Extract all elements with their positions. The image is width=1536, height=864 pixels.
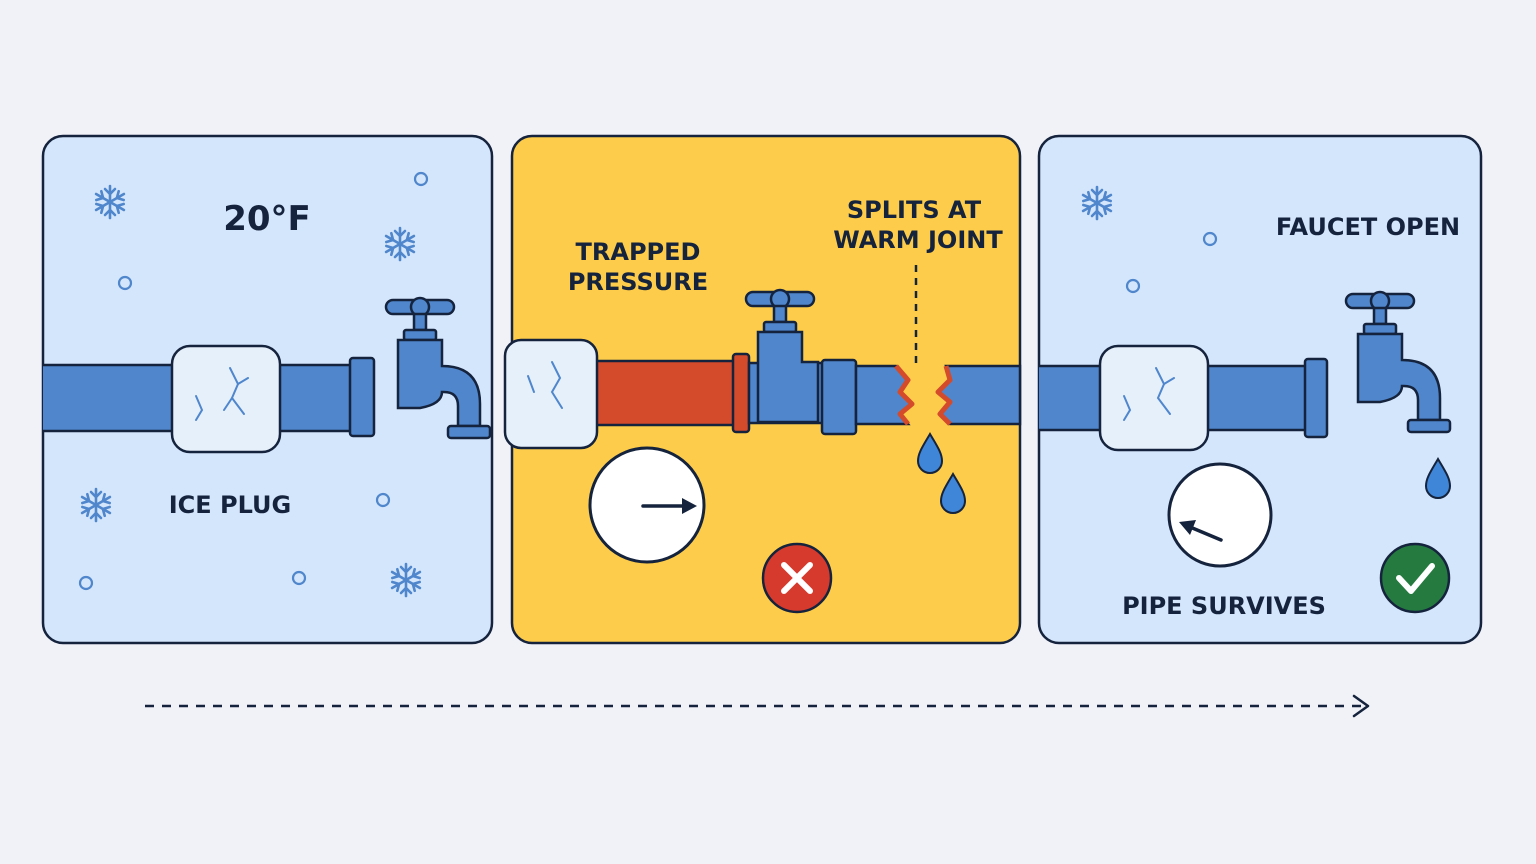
pipe-coupling <box>348 356 376 438</box>
x-icon <box>761 542 833 614</box>
panel-relief: FAUCET OPEN PIPE SURVIVES <box>1037 134 1483 645</box>
faucet-open-label: FAUCET OPEN <box>1276 213 1460 241</box>
split-label-line1: SPLITS AT <box>847 196 982 224</box>
panel-burst: TRAPPED PRESSURE SPLITS AT WARM JOINT <box>503 134 1022 645</box>
frost-dots <box>78 171 429 591</box>
ice-plug <box>170 344 282 454</box>
trapped-pressure-label-line2: PRESSURE <box>568 268 708 296</box>
pressure-gauge-icon <box>588 446 706 564</box>
check-icon <box>1379 542 1451 614</box>
frost-dots <box>1125 231 1218 294</box>
trapped-pressure-label-line1: TRAPPED <box>576 238 701 266</box>
pipe-coupling <box>1303 357 1329 439</box>
pipe-coupling <box>820 358 858 436</box>
pressurized-pipe-section <box>588 359 742 427</box>
pipe-coupling <box>731 352 751 434</box>
temperature-label: 20°F <box>223 199 311 239</box>
pipe-survives-label: PIPE SURVIVES <box>1122 592 1326 620</box>
ice-plug-label: ICE PLUG <box>169 491 292 519</box>
sequence-arrow <box>145 694 1370 718</box>
ice-plug <box>503 338 599 450</box>
valve-icon <box>744 288 820 424</box>
pressure-gauge-icon <box>1167 462 1273 568</box>
split-label-line2: WARM JOINT <box>833 226 1003 254</box>
panel-freeze: 20°F ICE PLUG <box>41 134 494 645</box>
ice-plug <box>1098 344 1210 452</box>
